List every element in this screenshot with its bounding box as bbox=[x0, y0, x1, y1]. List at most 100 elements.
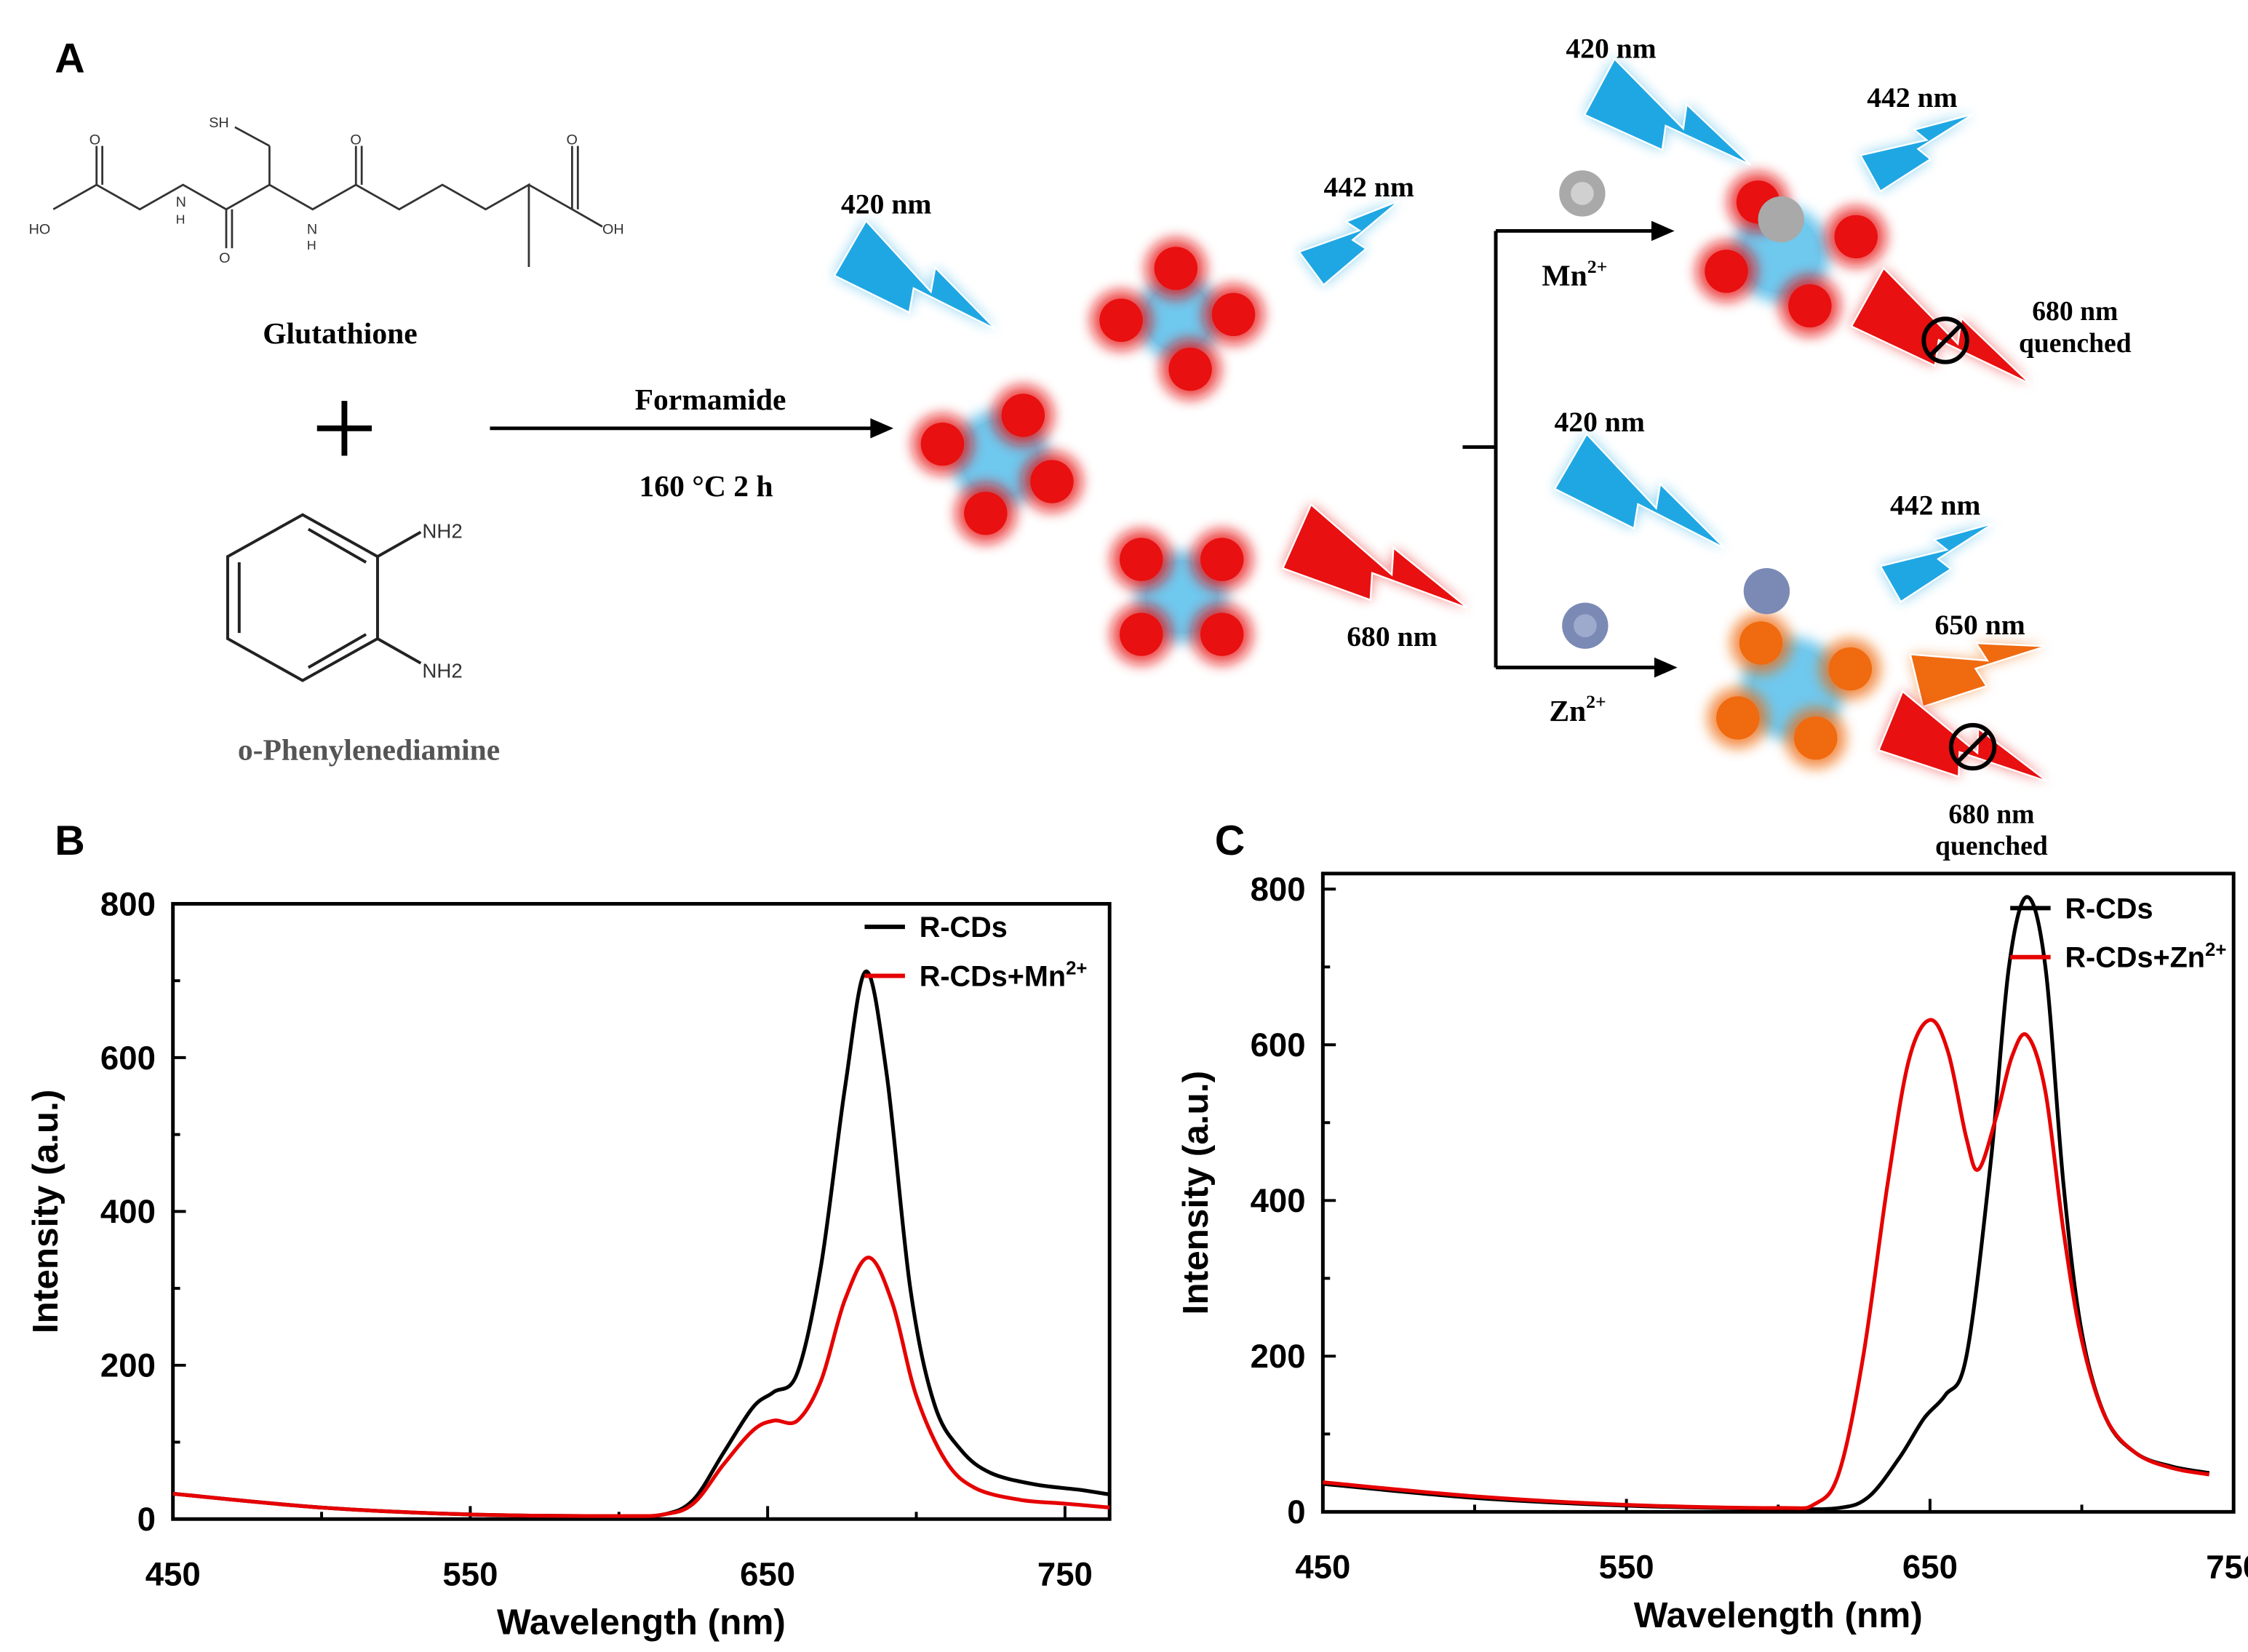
glutathione-label: Glutathione bbox=[263, 316, 418, 350]
legend-label: R-CDs bbox=[2065, 893, 2153, 925]
cd-particle bbox=[920, 422, 965, 466]
mn-em-blue-label: 442 nm bbox=[1867, 81, 1957, 113]
x-tick-label: 750 bbox=[1037, 1555, 1093, 1592]
svg-text:O: O bbox=[566, 132, 577, 148]
cd-particle bbox=[1120, 612, 1163, 656]
carbon-dot-bottom bbox=[1111, 529, 1253, 665]
y-tick-label: 800 bbox=[1251, 871, 1306, 908]
conditions-label: 160 °C 2 h bbox=[639, 469, 773, 503]
cd-particle bbox=[1794, 716, 1838, 760]
mn-quenched-bolt-icon bbox=[1850, 266, 2031, 385]
plot-frame bbox=[171, 901, 1112, 1521]
svg-text:N: N bbox=[307, 221, 317, 237]
bound-zn-ion bbox=[1743, 567, 1790, 615]
zn-excitation-bolt-icon bbox=[1553, 432, 1726, 549]
cd-particle bbox=[1788, 284, 1832, 328]
zn-em-orange-label: 650 nm bbox=[1934, 609, 2025, 641]
panel-label-c: C bbox=[1215, 818, 1245, 864]
cd-particle bbox=[1200, 538, 1244, 581]
x-tick-label: 650 bbox=[1902, 1548, 1958, 1585]
mn-quench-line1: 680 nm bbox=[2032, 296, 2118, 327]
glutathione-atom-labels: HO O N H O SH N H O O OH bbox=[29, 115, 624, 266]
o-phenylenediamine-structure bbox=[226, 513, 422, 682]
blue-emission-bolt-icon bbox=[1297, 199, 1400, 287]
mn-ion-label: Mn2+ bbox=[1542, 256, 1607, 292]
excitation-bolt-icon bbox=[833, 219, 997, 330]
y-tick-label: 600 bbox=[1251, 1026, 1306, 1064]
cd-particle bbox=[1834, 215, 1878, 259]
zn-ion-label: Zn2+ bbox=[1549, 691, 1606, 727]
reaction-arrow bbox=[490, 418, 894, 439]
cd-particle bbox=[1705, 250, 1748, 293]
cd-particle bbox=[1120, 538, 1163, 581]
zn-quench-line2: quenched bbox=[1935, 831, 2048, 861]
amine-label-top: NH2 bbox=[422, 519, 462, 542]
carbon-dot-zn bbox=[1707, 567, 1881, 769]
panel-label-a: A bbox=[55, 36, 84, 82]
plus-icon bbox=[316, 401, 372, 456]
zn-arrow-head bbox=[1654, 657, 1678, 678]
cd-particle bbox=[1099, 298, 1143, 342]
bolt-shape bbox=[1859, 113, 1974, 193]
series-line bbox=[172, 1256, 1110, 1518]
bolt-shape bbox=[1553, 432, 1726, 549]
carbon-dot-mn bbox=[1696, 172, 1886, 337]
cd-core bbox=[1742, 215, 1821, 294]
cd-particle bbox=[1154, 247, 1198, 290]
em-blue-label: 442 nm bbox=[1324, 171, 1414, 203]
em-red-label: 680 nm bbox=[1347, 621, 1437, 653]
svg-text:N: N bbox=[176, 194, 186, 210]
cd-particle bbox=[1739, 621, 1783, 665]
y-tick-label: 800 bbox=[100, 885, 156, 922]
bolt-shape bbox=[1583, 57, 1752, 166]
x-tick-label: 650 bbox=[740, 1555, 795, 1592]
legend-label: R-CDs+Zn2+ bbox=[2065, 940, 2226, 974]
bolt-shape bbox=[1909, 642, 2046, 709]
red-emission-bolt-icon bbox=[1281, 503, 1469, 610]
legend-label: R-CDs bbox=[920, 911, 1008, 943]
cd-particle bbox=[1716, 696, 1760, 740]
x-tick-label: 550 bbox=[442, 1555, 498, 1592]
cd-particle bbox=[964, 491, 1008, 535]
cd-particle bbox=[1030, 460, 1074, 503]
zn-quench-symbol-icon bbox=[1948, 722, 1997, 771]
opd-label: o-Phenylenediamine bbox=[238, 733, 500, 766]
panel-label-b: B bbox=[55, 818, 84, 864]
mn-excitation-bolt-icon bbox=[1583, 57, 1752, 166]
svg-text:H: H bbox=[176, 212, 186, 227]
amine-label-bottom: NH2 bbox=[422, 659, 462, 682]
bolt-shape bbox=[1281, 503, 1469, 610]
y-axis-label: Intensity (a.u.) bbox=[25, 1090, 65, 1334]
series-line bbox=[172, 970, 1110, 1518]
carbon-dot-top bbox=[1091, 238, 1264, 400]
cd-particle bbox=[1828, 647, 1873, 691]
exc-label-left: 420 nm bbox=[841, 188, 931, 220]
cd-core bbox=[1144, 282, 1213, 352]
zn-ion-highlight bbox=[1574, 614, 1597, 638]
zn-quenched-bolt-icon bbox=[1877, 690, 2049, 783]
bolt-shape bbox=[1878, 522, 1994, 603]
svg-text:OH: OH bbox=[602, 221, 624, 237]
y-axis-label: Intensity (a.u.) bbox=[1176, 1071, 1216, 1315]
branch-arrows bbox=[1462, 228, 1657, 670]
mn-blue-emission-bolt-icon bbox=[1859, 113, 1974, 193]
svg-text:O: O bbox=[89, 132, 100, 148]
svg-text:H: H bbox=[307, 238, 316, 252]
y-tick-label: 600 bbox=[100, 1040, 156, 1077]
bolt-shape bbox=[1850, 266, 2031, 385]
y-tick-label: 400 bbox=[1251, 1182, 1306, 1219]
y-tick-label: 400 bbox=[100, 1193, 156, 1230]
x-tick-label: 450 bbox=[146, 1555, 201, 1592]
svg-text:SH: SH bbox=[209, 115, 229, 131]
bolt-shape bbox=[833, 219, 997, 330]
svg-text:O: O bbox=[350, 132, 361, 148]
y-tick-label: 200 bbox=[100, 1347, 156, 1384]
carbon-dot-main bbox=[912, 385, 1083, 544]
zn-orange-emission-bolt-icon bbox=[1909, 642, 2046, 709]
y-tick-label: 0 bbox=[1287, 1493, 1305, 1531]
svg-text:O: O bbox=[219, 250, 230, 266]
cd-particle bbox=[1211, 292, 1256, 337]
